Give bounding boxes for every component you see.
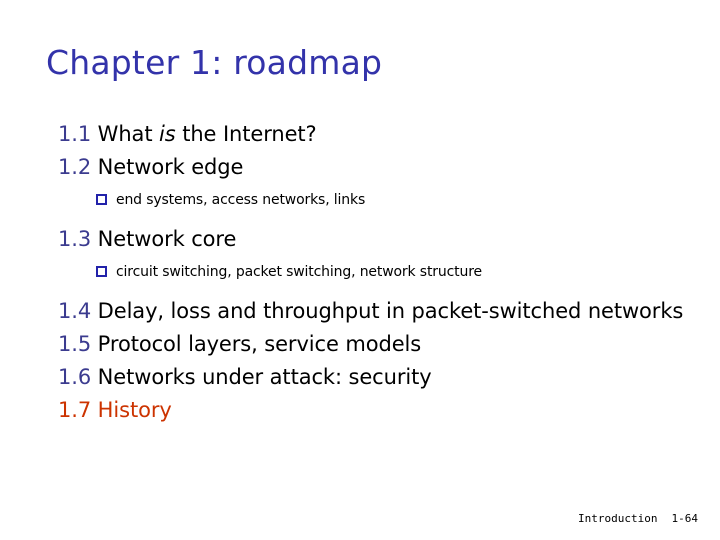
- outline-item-1-6[interactable]: 1.6 Networks under attack: security: [0, 361, 720, 394]
- outline-item-1-1[interactable]: 1.1 What is the Internet?: [0, 118, 720, 151]
- page-title: Chapter 1: roadmap: [46, 43, 383, 82]
- spacer: [0, 214, 720, 223]
- outline-subitem-1-2-a[interactable]: end systems, access networks, links: [0, 188, 720, 214]
- footer-label: Introduction: [578, 512, 658, 525]
- spacer: [0, 286, 720, 295]
- hollow-square-bullet-icon: [96, 266, 107, 277]
- outline-number-1-3: 1.3: [58, 227, 92, 251]
- outline-item-1-2[interactable]: 1.2 Network edge: [0, 151, 720, 184]
- outline-item-1-5[interactable]: 1.5 Protocol layers, service models: [0, 328, 720, 361]
- outline-subitem-1-3-a[interactable]: circuit switching, packet switching, net…: [0, 260, 720, 286]
- outline-text-1-1-after: the Internet?: [175, 122, 317, 146]
- outline-item-1-3[interactable]: 1.3 Network core: [0, 223, 720, 256]
- outline-number-1-6: 1.6: [58, 365, 92, 389]
- outline-text-1-1-before: What: [91, 122, 160, 146]
- outline-list: 1.1 What is the Internet? 1.2 Network ed…: [0, 118, 720, 427]
- outline-number-1-5: 1.5: [58, 332, 92, 356]
- outline-text-1-2: Network edge: [91, 155, 244, 179]
- outline-text-1-5: Protocol layers, service models: [91, 332, 422, 356]
- hollow-square-bullet-icon: [96, 194, 107, 205]
- slide-footer: Introduction 1-64: [578, 512, 698, 526]
- outline-number-1-2: 1.2: [58, 155, 92, 179]
- outline-subtext-1-3-a: circuit switching, packet switching, net…: [116, 264, 482, 280]
- outline-number-1-4: 1.4: [58, 299, 92, 323]
- footer-page-number: 1-64: [671, 512, 699, 525]
- outline-text-1-7: History: [91, 398, 172, 422]
- outline-text-1-6: Networks under attack: security: [91, 365, 432, 389]
- outline-number-1-7: 1.7: [58, 398, 92, 422]
- outline-text-1-1-italic: is: [159, 122, 176, 146]
- outline-number-1-1: 1.1: [58, 122, 92, 146]
- outline-item-1-4[interactable]: 1.4 Delay, loss and throughput in packet…: [0, 295, 720, 328]
- outline-text-1-4: Delay, loss and throughput in packet-swi…: [91, 299, 684, 323]
- outline-text-1-3: Network core: [91, 227, 237, 251]
- outline-item-1-7[interactable]: 1.7 History: [0, 394, 720, 427]
- outline-subtext-1-2-a: end systems, access networks, links: [116, 192, 366, 208]
